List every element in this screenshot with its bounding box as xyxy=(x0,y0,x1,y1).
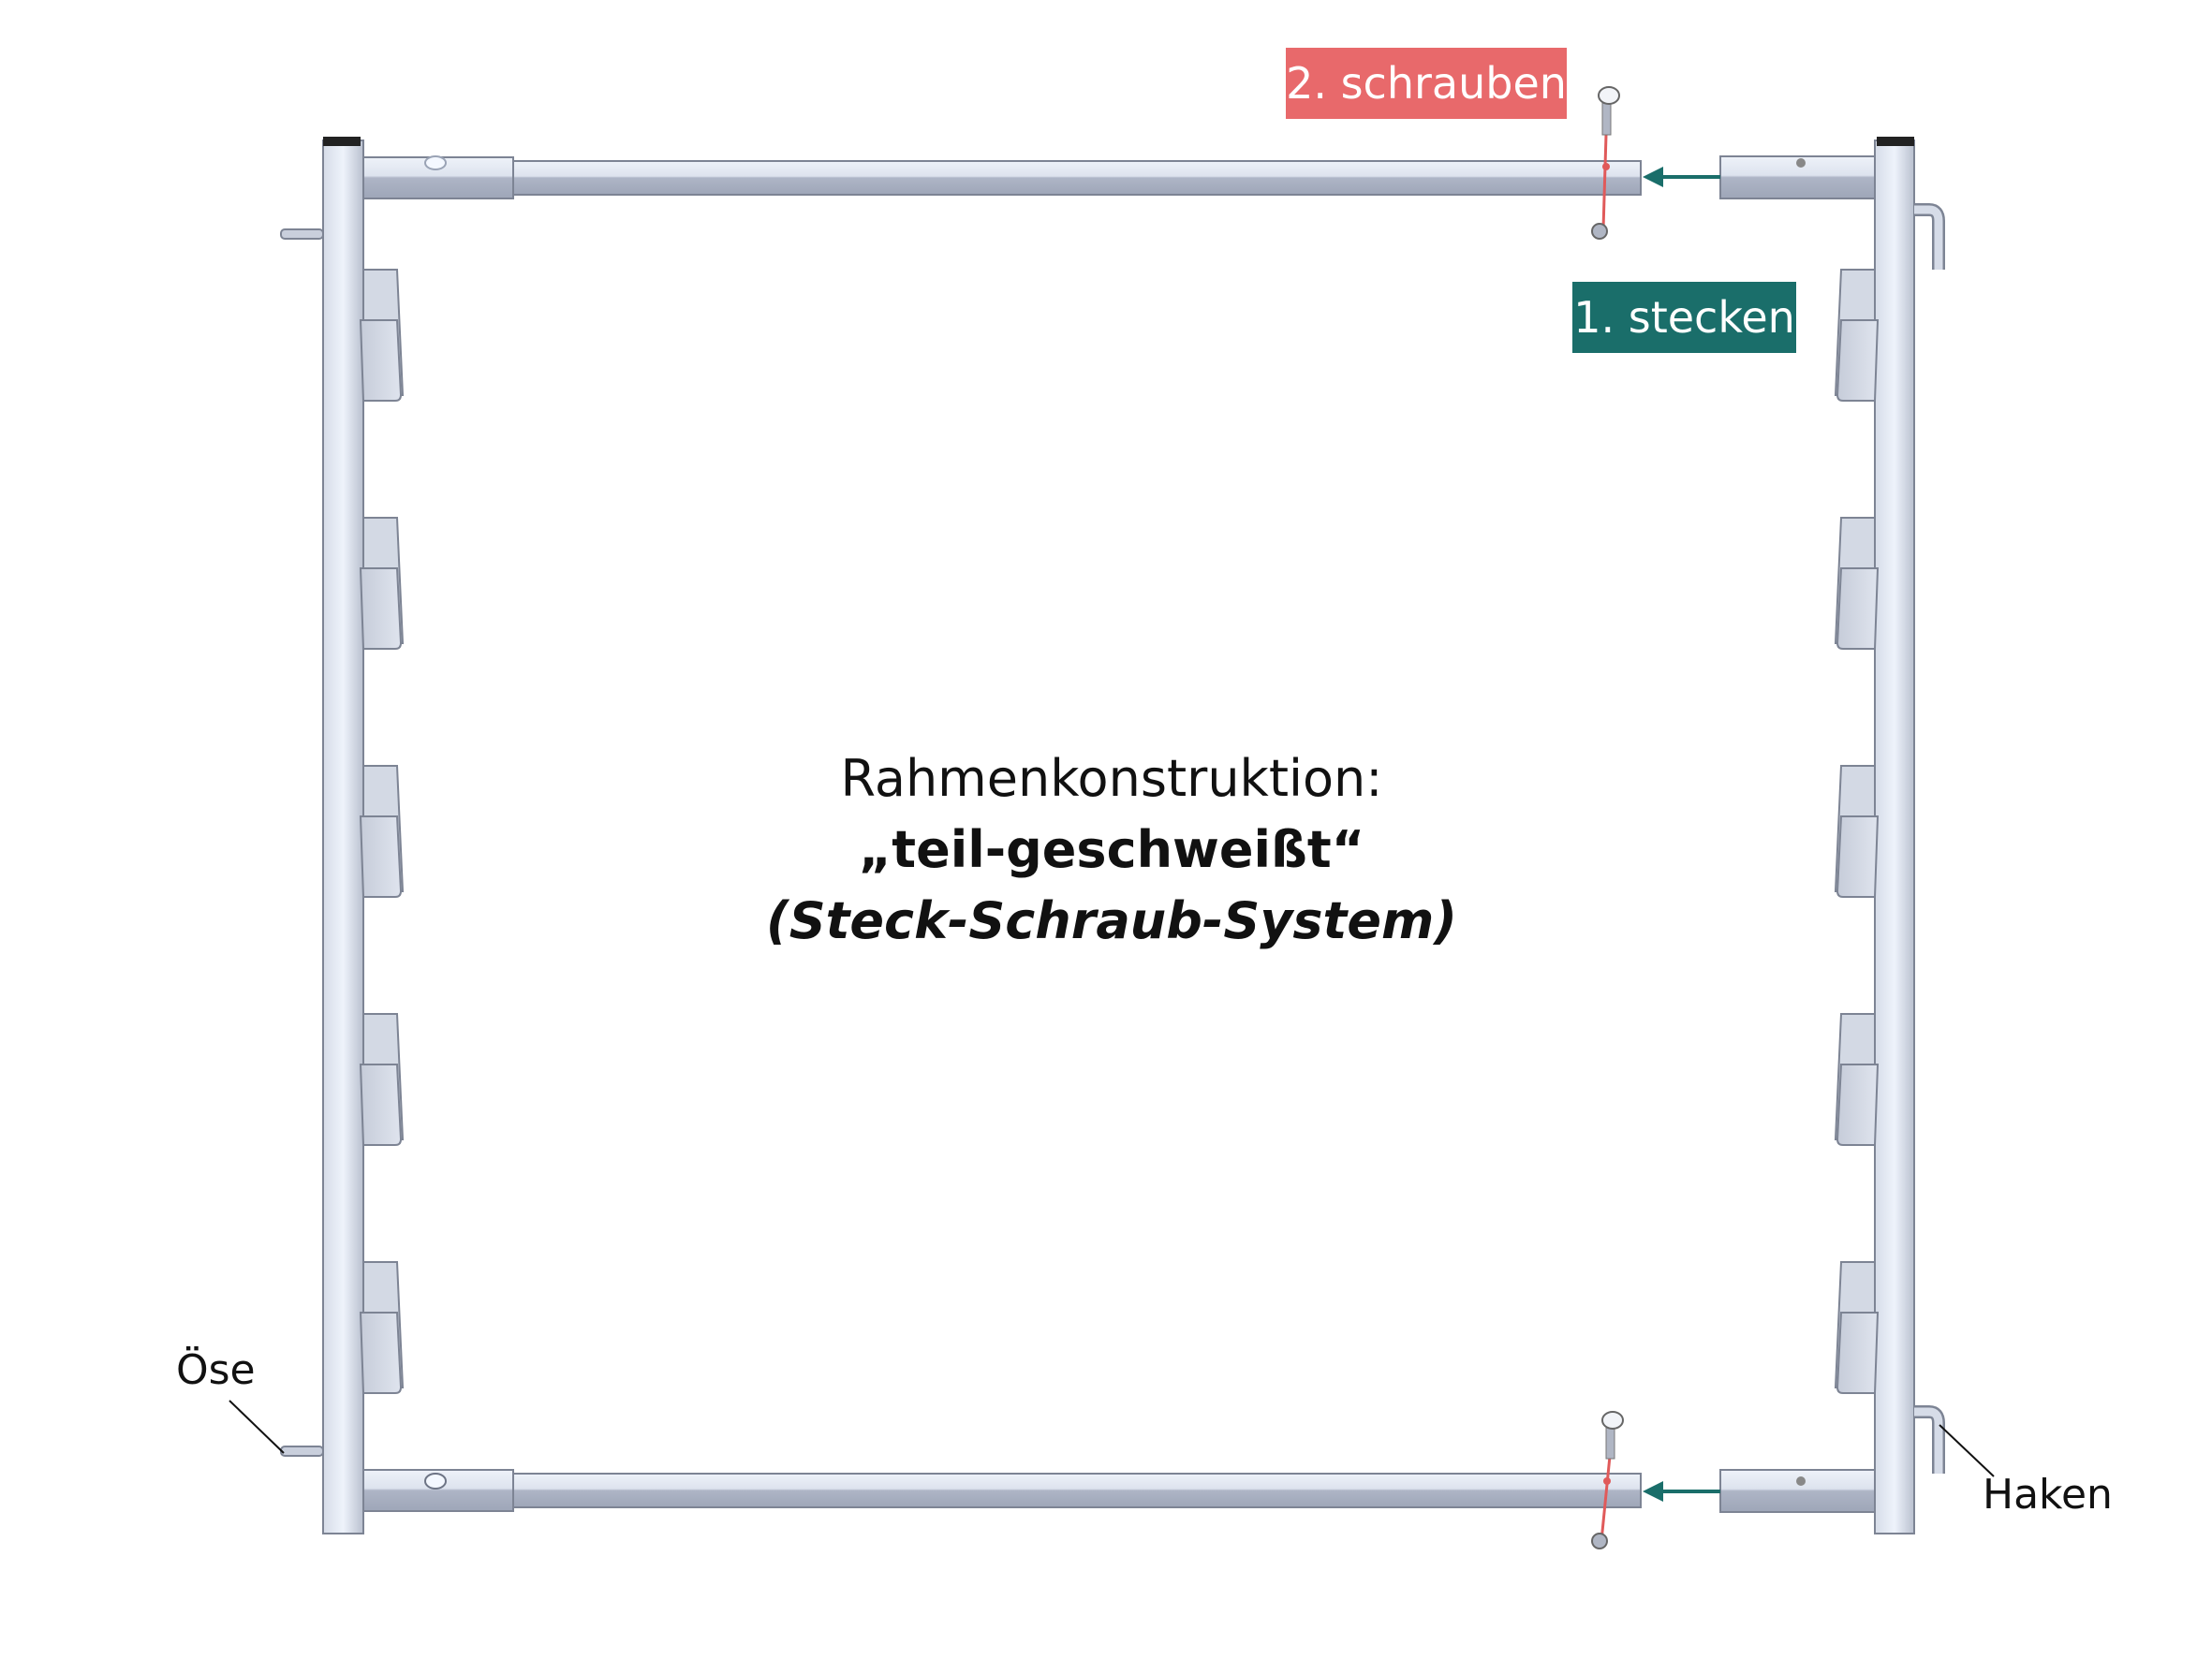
bracket-right-2 xyxy=(1834,517,1880,650)
insert-arrow-top xyxy=(1643,167,1720,187)
top-rail xyxy=(362,155,1876,199)
bottom-rail xyxy=(362,1469,1876,1513)
hook-label: Haken xyxy=(1983,1471,2113,1519)
eyelet-pin-top xyxy=(280,228,324,240)
bracket-right-3 xyxy=(1834,765,1880,898)
bracket-right-4 xyxy=(1834,1013,1880,1146)
slat-brackets xyxy=(359,269,1880,1394)
caption-line-1: Rahmenkonstruktion: xyxy=(840,749,1383,808)
insert-arrow-bottom xyxy=(1643,1481,1720,1502)
hook-bottom xyxy=(1914,1405,1945,1474)
right-post xyxy=(1874,137,1915,1534)
left-post xyxy=(322,137,364,1534)
hook-top xyxy=(1914,203,1945,270)
screw-bottom xyxy=(1591,1411,1624,1549)
bracket-left-5 xyxy=(359,1261,405,1394)
step-insert-tag: 1. stecken xyxy=(1572,282,1796,353)
eyelet-pin-bottom xyxy=(280,1446,324,1457)
step-insert-label: 1. stecken xyxy=(1573,292,1795,343)
screw-top xyxy=(1591,86,1620,240)
bracket-left-4 xyxy=(359,1013,405,1146)
bracket-left-2 xyxy=(359,517,405,650)
step-screw-tag: 2. schrauben xyxy=(1286,48,1567,119)
bracket-left-1 xyxy=(359,269,405,402)
bracket-left-3 xyxy=(359,765,405,898)
eyelet-label: Öse xyxy=(176,1346,256,1394)
bracket-right-1 xyxy=(1834,269,1880,402)
caption-line-2: „teil-geschweißt“ xyxy=(858,820,1365,879)
step-screw-label: 2. schrauben xyxy=(1286,58,1567,109)
caption-line-3: (Steck-Schraub-System) xyxy=(766,891,1457,950)
bracket-right-5 xyxy=(1834,1261,1880,1394)
eyelet-leader-line xyxy=(229,1400,285,1454)
hook-leader-line xyxy=(1939,1424,1995,1477)
